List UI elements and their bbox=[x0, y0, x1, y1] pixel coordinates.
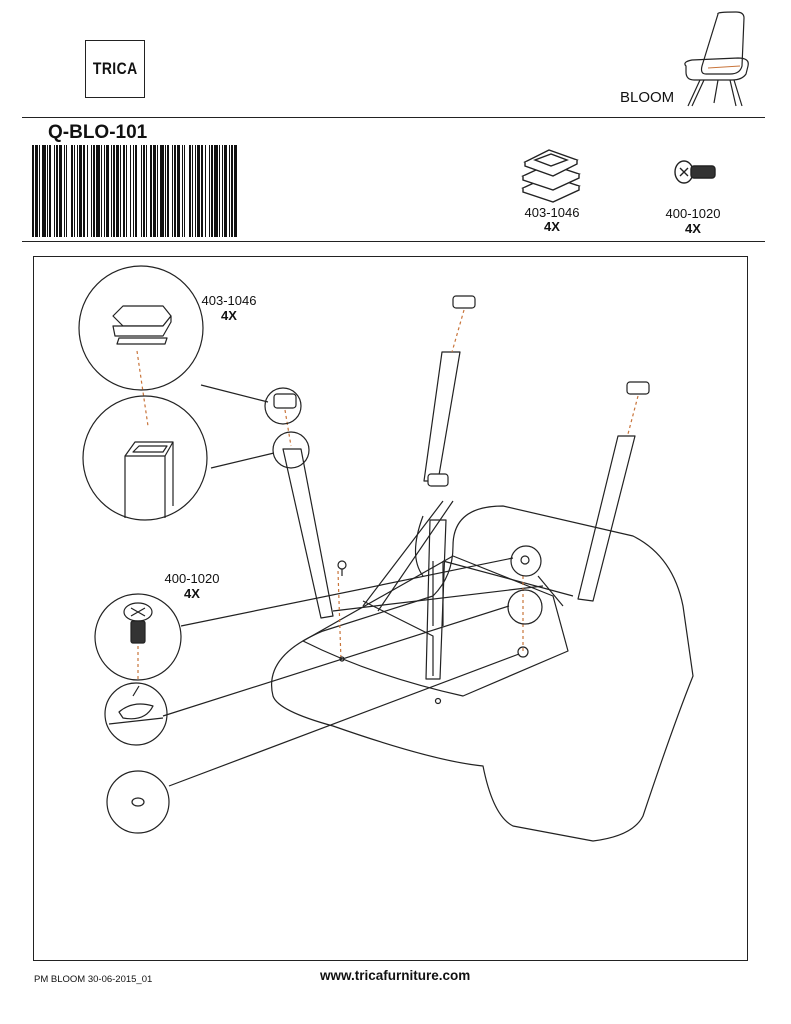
callout-screw-id: 400-1020 bbox=[164, 571, 220, 586]
callout-cap-id: 403-1046 bbox=[201, 293, 257, 308]
parts-divider bbox=[22, 241, 765, 242]
assembly-diagram-frame bbox=[33, 256, 748, 961]
leg-left bbox=[282, 448, 334, 619]
callout-leg-detail bbox=[82, 395, 208, 521]
chair-thumbnail-icon bbox=[684, 11, 749, 107]
plastic-cap-stack-icon bbox=[521, 149, 581, 203]
callout-cap-qty: 4X bbox=[221, 308, 237, 323]
document-reference: PM BLOOM 30-06-2015_01 bbox=[34, 974, 153, 985]
callout-hole-detail bbox=[106, 770, 170, 834]
leg-back bbox=[423, 351, 461, 482]
website-url[interactable]: www.tricafurniture.com bbox=[320, 968, 471, 983]
assembly-diagram bbox=[78, 265, 694, 842]
barcode bbox=[32, 145, 237, 237]
brand-logo-text: TRICA bbox=[92, 59, 138, 78]
seat-plate bbox=[302, 555, 569, 697]
cap-back bbox=[452, 295, 476, 309]
cap-left bbox=[273, 393, 297, 409]
product-code: Q-BLO-101 bbox=[48, 122, 148, 143]
part-id-cap: 403-1046 bbox=[524, 205, 580, 220]
seat-shell bbox=[271, 505, 694, 842]
callout-bracket-detail bbox=[104, 682, 168, 746]
part-id-screw: 400-1020 bbox=[665, 206, 721, 221]
screw-icon bbox=[674, 160, 716, 184]
screw-small-left bbox=[337, 560, 347, 576]
brand-logo: TRICA bbox=[85, 40, 145, 98]
header-divider bbox=[22, 117, 765, 118]
product-name: BLOOM bbox=[620, 89, 675, 106]
part-qty-screw: 4X bbox=[685, 221, 701, 236]
cap-right bbox=[626, 381, 650, 395]
callout-screw-qty: 4X bbox=[184, 586, 200, 601]
leg-right bbox=[577, 435, 636, 602]
cap-front bbox=[427, 473, 449, 487]
part-qty-cap: 4X bbox=[544, 219, 560, 234]
leg-front bbox=[425, 519, 447, 680]
screw-small-right bbox=[520, 555, 530, 565]
